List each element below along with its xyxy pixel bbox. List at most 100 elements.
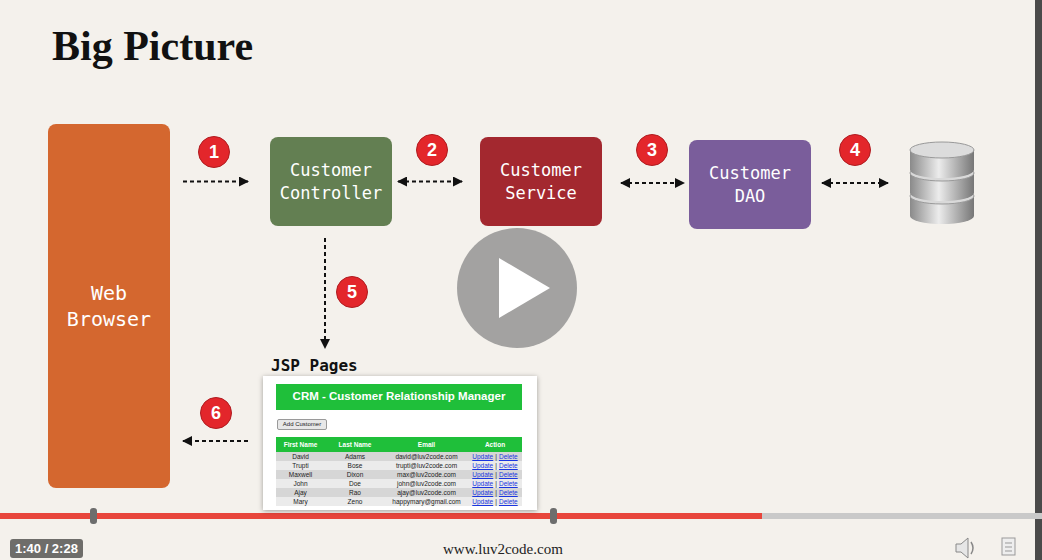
table-cell: Adams bbox=[345, 453, 365, 460]
notes-icon bbox=[1002, 538, 1015, 555]
add-customer-button: Add Customer bbox=[277, 419, 327, 430]
callout-number: 6 bbox=[200, 397, 232, 429]
table-header-cell: First Name bbox=[284, 441, 318, 448]
action-link: Update bbox=[472, 480, 493, 487]
table-cell: Maxwell bbox=[289, 471, 312, 478]
browser-box: Web Browser bbox=[48, 124, 170, 488]
table-cell: Trupti bbox=[292, 462, 308, 469]
progress-track bbox=[0, 513, 1042, 519]
table-cell: john@luv2code.com bbox=[397, 480, 456, 487]
video-time: 1:40 / 2:28 bbox=[10, 539, 83, 558]
service-box: Customer Service bbox=[480, 137, 602, 226]
table-cell: david@luv2code.com bbox=[395, 453, 457, 460]
callout-number: 5 bbox=[336, 276, 368, 308]
table-row: Ajay Rao ajay@luv2code.com Update|Delete bbox=[276, 488, 522, 497]
button-label: Add Customer bbox=[283, 421, 321, 428]
table-cell-box: Maxwell bbox=[276, 470, 325, 479]
table-cell-box: trupti@luv2code.com bbox=[385, 461, 468, 470]
volume-wave bbox=[971, 542, 973, 554]
callout-number: 2 bbox=[416, 134, 448, 166]
table-cell-box: Action bbox=[468, 437, 522, 452]
table-cell: trupti@luv2code.com bbox=[396, 462, 457, 469]
table-cell: ajay@luv2code.com bbox=[397, 489, 456, 496]
table-row: John Doe john@luv2code.com Update|Delete bbox=[276, 479, 522, 488]
table-cell: Mary bbox=[293, 498, 307, 505]
table-row: Maxwell Dixon max@luv2code.com Update|Delet… bbox=[276, 470, 522, 479]
action-link: Delete bbox=[499, 489, 518, 496]
callout-number: 1 bbox=[198, 136, 230, 168]
box-label: Customer DAO bbox=[695, 162, 805, 206]
table-row: David Adams david@luv2code.com Update|Delet… bbox=[276, 452, 522, 461]
table-cell-box: David bbox=[276, 452, 325, 461]
action-link: Update bbox=[472, 471, 493, 478]
volume-icon bbox=[956, 538, 968, 558]
action-link: Update bbox=[472, 453, 493, 460]
table-header-row: First Name Last Name Email Action bbox=[276, 437, 522, 452]
play-button bbox=[457, 228, 577, 348]
table-cell-box: Adams bbox=[325, 452, 385, 461]
footer-url: www.luv2code.com bbox=[443, 541, 563, 558]
table-cell-box: Update|Delete bbox=[468, 488, 522, 497]
table-cell-box: Update|Delete bbox=[468, 479, 522, 488]
action-separator: | bbox=[495, 453, 497, 460]
table-cell: John bbox=[293, 480, 307, 487]
box-label: Customer Service bbox=[486, 159, 596, 203]
page-header-bar: CRM - Customer Relationship Manager bbox=[276, 384, 522, 410]
table-cell-box: john@luv2code.com bbox=[385, 479, 468, 488]
database-icon bbox=[910, 142, 974, 224]
action-link: Delete bbox=[499, 498, 518, 505]
table-cell-box: Doe bbox=[325, 479, 385, 488]
table-cell-box: Dixon bbox=[325, 470, 385, 479]
table-header-cell: Last Name bbox=[339, 441, 372, 448]
table-cell-box: Update|Delete bbox=[468, 497, 522, 506]
jsp-pages-heading: JSP Pages bbox=[271, 356, 537, 376]
table-cell-box: John bbox=[276, 479, 325, 488]
table-cell-box: Update|Delete bbox=[468, 452, 522, 461]
progress-handle bbox=[90, 508, 97, 524]
table-cell-box: Trupti bbox=[276, 461, 325, 470]
dao-box: Customer DAO bbox=[689, 140, 811, 229]
callout-number: 3 bbox=[636, 134, 668, 166]
table-cell-box: Rao bbox=[325, 488, 385, 497]
table-cell: David bbox=[292, 453, 309, 460]
table-cell-box: First Name bbox=[276, 437, 325, 452]
callout-number: 4 bbox=[839, 134, 871, 166]
notes-lines bbox=[1005, 543, 1012, 551]
table-header-cell: Email bbox=[418, 441, 435, 448]
table-cell: max@luv2code.com bbox=[397, 471, 456, 478]
table-cell: happymary@gmail.com bbox=[392, 498, 460, 505]
table-cell-box: Ajay bbox=[276, 488, 325, 497]
flow-arrow bbox=[621, 182, 684, 184]
player-edge bbox=[1035, 0, 1042, 560]
progress-fill bbox=[0, 513, 762, 519]
table-cell: Ajay bbox=[294, 489, 307, 496]
action-separator: | bbox=[495, 462, 497, 469]
table-cell-box: Mary bbox=[276, 497, 325, 506]
table-row: Trupti Bose trupti@luv2code.com Update|Dele… bbox=[276, 461, 522, 470]
action-separator: | bbox=[495, 480, 497, 487]
action-link: Update bbox=[472, 489, 493, 496]
table-cell-box: Last Name bbox=[325, 437, 385, 452]
table-cell-box: Email bbox=[385, 437, 468, 452]
flow-arrow bbox=[183, 440, 248, 442]
flow-arrow bbox=[324, 238, 326, 348]
database-disk bbox=[910, 142, 974, 158]
slide-title: Big Picture bbox=[52, 22, 253, 70]
table-cell-box: happymary@gmail.com bbox=[385, 497, 468, 506]
table-cell-box: Zeno bbox=[325, 497, 385, 506]
page-header-text: CRM - Customer Relationship Manager bbox=[293, 390, 506, 404]
table-cell-box: Bose bbox=[325, 461, 385, 470]
progress-handle bbox=[550, 508, 557, 524]
box-label: Customer Controller bbox=[276, 159, 386, 203]
table-cell-box: Update|Delete bbox=[468, 461, 522, 470]
table-cell: Doe bbox=[349, 480, 361, 487]
table-cell: Zeno bbox=[348, 498, 363, 505]
play-triangle bbox=[499, 258, 550, 318]
table-cell-box: Update|Delete bbox=[468, 470, 522, 479]
flow-arrow bbox=[398, 181, 462, 183]
table-cell: Rao bbox=[349, 489, 361, 496]
action-link: Update bbox=[472, 498, 493, 505]
play-circle bbox=[457, 228, 577, 348]
